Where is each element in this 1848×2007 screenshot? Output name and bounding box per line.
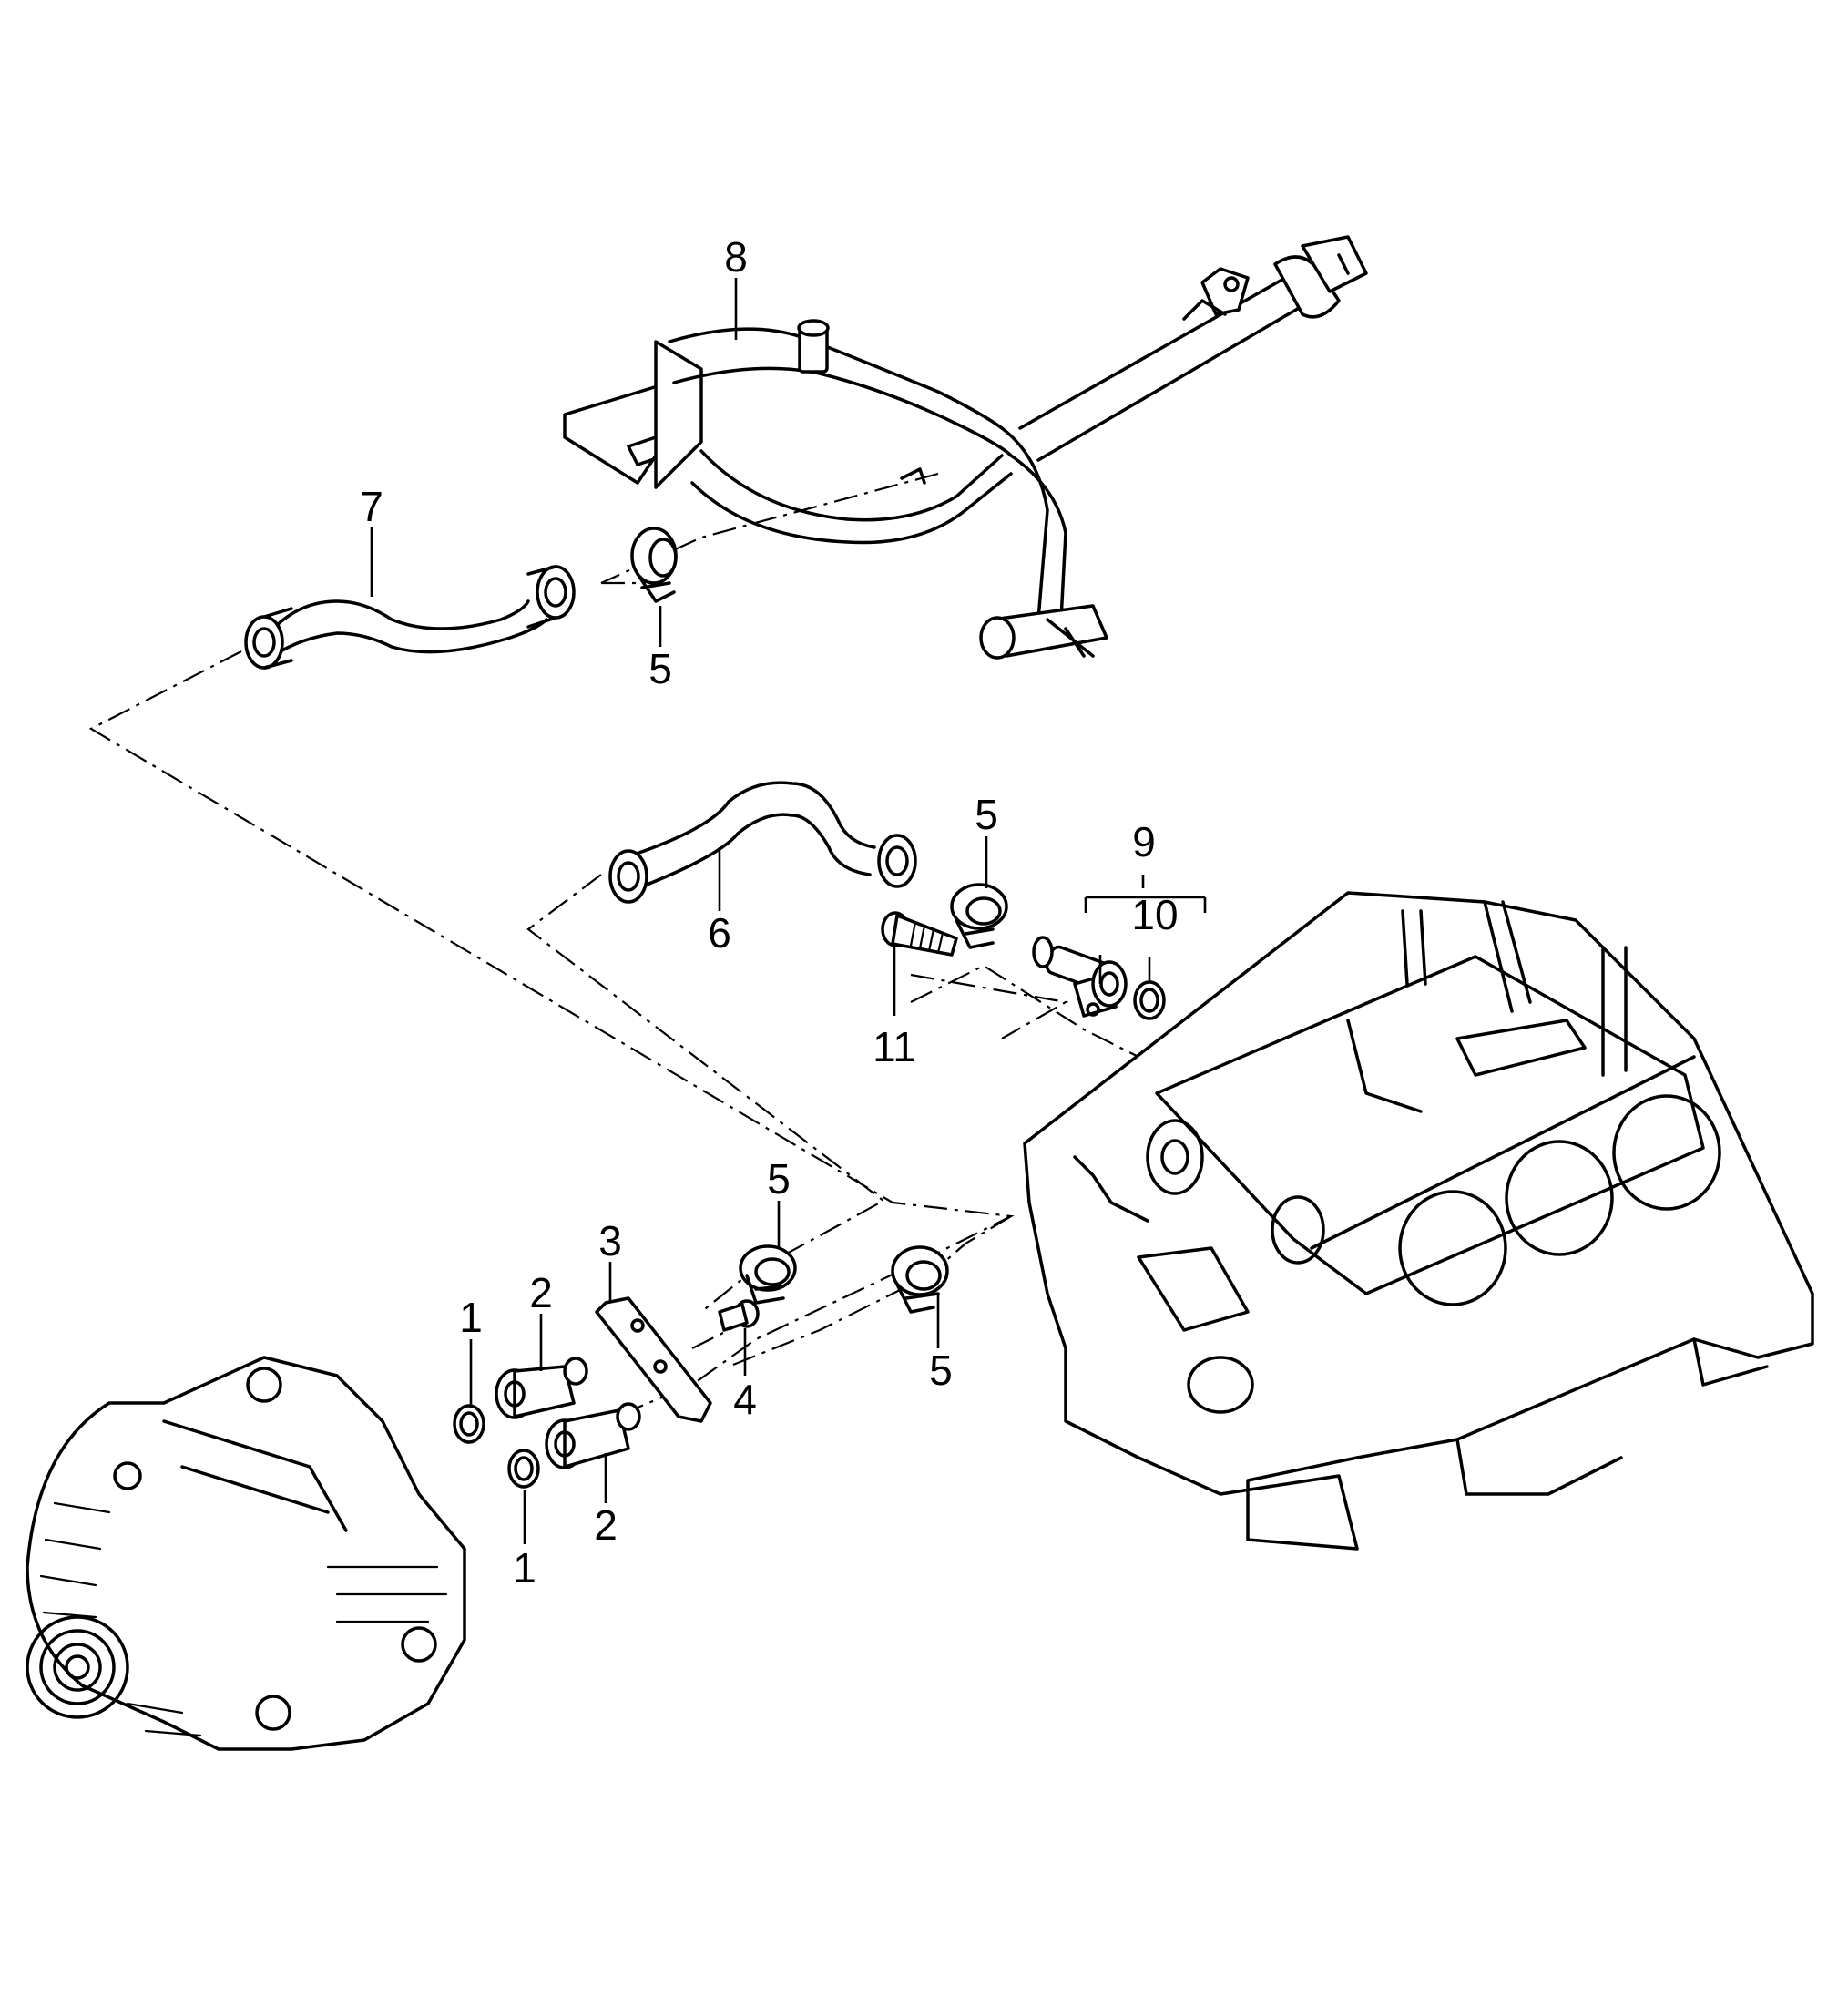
callout-8: 8 <box>724 233 748 281</box>
callout-7: 7 <box>360 483 383 530</box>
callout-6: 6 <box>708 909 731 957</box>
callout-5-upper: 5 <box>648 645 672 692</box>
retaining-plate <box>595 1296 712 1423</box>
screw-lower <box>718 1299 760 1332</box>
hose-clamp-3 <box>739 1244 797 1305</box>
callout-1-lower: 1 <box>513 1544 536 1592</box>
callout-4: 4 <box>733 1376 757 1423</box>
bolt-upper <box>881 911 958 957</box>
assembly-lines <box>88 472 1176 1409</box>
engine-block <box>1023 891 1814 1551</box>
callout-2-upper: 2 <box>529 1269 553 1316</box>
hose-clamp-4 <box>891 1245 949 1314</box>
callout-5-lower-right: 5 <box>929 1347 953 1394</box>
coolant-hose-middle <box>608 781 917 904</box>
callout-9: 9 <box>1132 818 1156 865</box>
seal-ring-lower-2 <box>507 1449 540 1489</box>
callout-3: 3 <box>598 1217 622 1265</box>
callout-leaders <box>370 278 1207 1544</box>
coolant-hose-upper <box>244 565 576 670</box>
alternator <box>26 1356 466 1751</box>
callout-labels: 8 7 5 5 6 9 10 11 5 3 2 1 4 5 2 1 <box>360 233 1178 1592</box>
seal-ring-upper <box>1133 980 1166 1020</box>
connection-piece <box>1032 936 1128 1018</box>
connector-nipple-2 <box>545 1402 641 1469</box>
connector-nipple-1 <box>495 1357 588 1419</box>
coolant-pipe-assembly <box>563 235 1368 660</box>
hose-clamp-2 <box>950 883 1008 949</box>
hose-clamp-1 <box>630 527 678 603</box>
callout-11: 11 <box>873 1023 916 1070</box>
callout-5-middle: 5 <box>975 791 998 838</box>
callout-2-lower: 2 <box>594 1501 618 1549</box>
callout-10: 10 <box>1131 891 1178 938</box>
callout-1-upper: 1 <box>459 1294 483 1341</box>
callout-5-lower-left: 5 <box>767 1155 791 1203</box>
seal-ring-lower-1 <box>453 1404 485 1444</box>
